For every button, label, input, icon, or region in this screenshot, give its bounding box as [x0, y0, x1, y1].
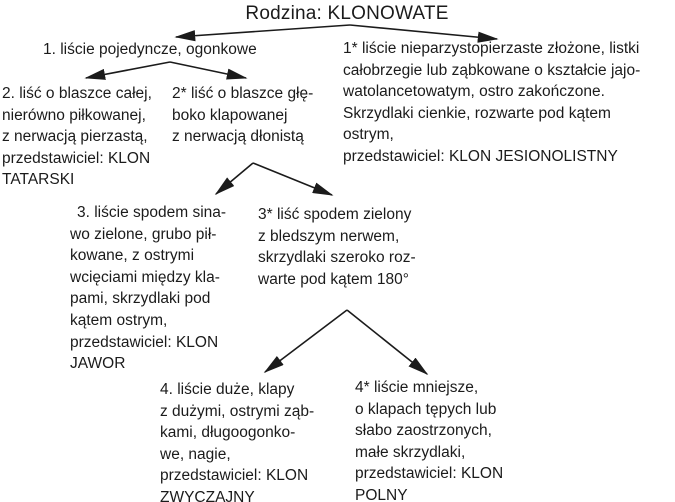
- arrow-node2alt-to-node3-alt: [252, 162, 334, 196]
- key-node-4: 4. liście duże, klapy z dużymi, ostrymi …: [160, 381, 315, 502]
- arrow-root-to-node1-alt: [349, 24, 499, 43]
- arrow-node2alt-to-node3: [214, 162, 254, 196]
- arrow-node1-to-node2-alt: [169, 61, 248, 80]
- key-node-4-alt: 4* liście mniejsze, o klapach tępych lub…: [355, 379, 504, 502]
- arrow-node1-to-node2: [84, 61, 171, 80]
- key-node-1: 1. liście pojedyncze, ogonkowe: [43, 41, 257, 58]
- key-node-3: 3. liście spodem sina- wo zielone, grubo…: [70, 204, 227, 373]
- key-node-3-alt: 3* liść spodem zielony z bledszym nerwem…: [258, 206, 416, 288]
- diagram-title: Rodzina: KLONOWATE: [245, 3, 449, 24]
- key-node-1-alt: 1* liście nieparzystopierzaste złożone, …: [343, 40, 641, 165]
- arrow-root-to-node1: [174, 24, 351, 42]
- key-node-2-alt: 2* liść o blaszce głę- boko klapowanej z…: [172, 85, 314, 146]
- arrow-node3alt-to-node4: [263, 309, 348, 373]
- key-node-2: 2. liść o blaszce całej, nierówno piłkow…: [2, 85, 152, 189]
- arrow-node3alt-to-node4-alt: [346, 309, 429, 375]
